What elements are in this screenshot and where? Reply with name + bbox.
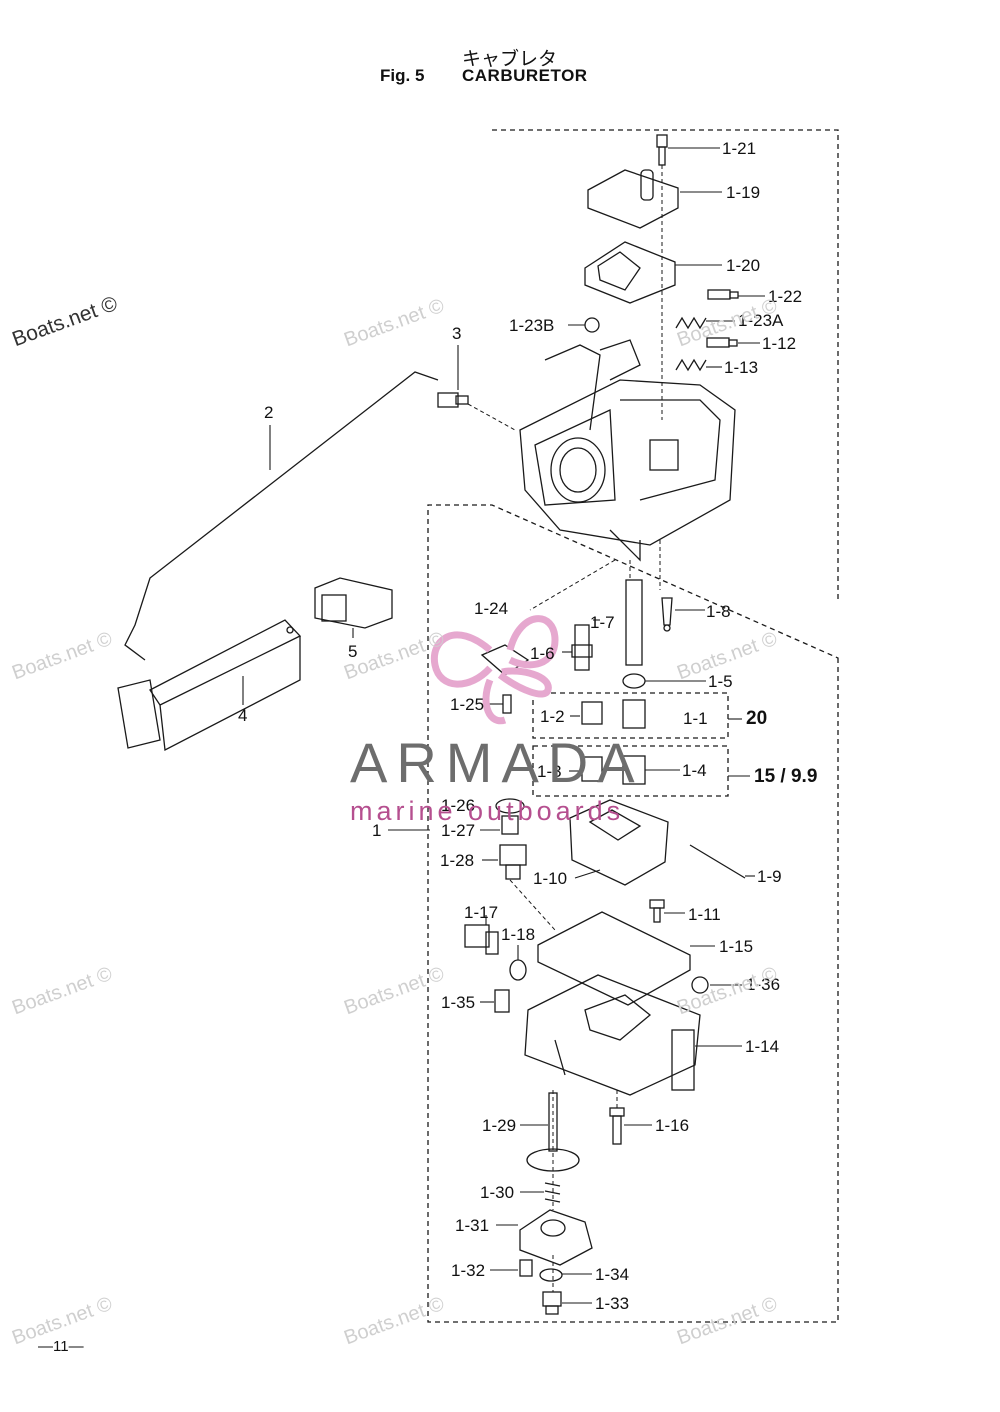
part-cover-1-31 xyxy=(519,1209,593,1266)
figure-number: Fig. 5 xyxy=(380,66,425,85)
part-label: 1-21 xyxy=(722,139,757,158)
part-screw-1-21 xyxy=(656,134,668,166)
part-label: 1-29 xyxy=(482,1116,517,1135)
part-label: 1-32 xyxy=(451,1261,486,1280)
part-pin-1-9 xyxy=(689,844,746,879)
part-sleeve-5 xyxy=(314,577,393,629)
part-cover-1-19 xyxy=(587,169,679,229)
part-label: 1-23B xyxy=(509,316,555,335)
part-label: 1-35 xyxy=(441,993,476,1012)
part-jet-1-2 xyxy=(581,701,603,725)
part-screw-1-25 xyxy=(502,694,512,714)
part-label: 1-31 xyxy=(455,1216,490,1235)
box-15hp xyxy=(532,745,729,797)
part-jet-holder-1-6 xyxy=(571,624,593,671)
part-label: 1-14 xyxy=(745,1037,780,1056)
part-label: 1-30 xyxy=(480,1183,515,1202)
part-label: 1-15 xyxy=(719,937,754,956)
part-washer-1-18 xyxy=(509,959,527,981)
part-label: 1-9 xyxy=(757,867,782,886)
part-label: 1-3 xyxy=(537,762,562,781)
part-screw-1-12 xyxy=(706,337,738,348)
assembly-axes xyxy=(467,165,663,1292)
part-clip-3 xyxy=(437,392,469,408)
part-label: 1-6 xyxy=(530,644,555,663)
part-label: 1-34 xyxy=(595,1265,630,1284)
part-spring-1-30 xyxy=(544,1182,561,1203)
part-carburetor-body xyxy=(519,339,736,562)
part-nut-1-36 xyxy=(691,976,709,994)
part-tube-1-7 xyxy=(625,579,643,666)
part-plug-1-17 xyxy=(464,924,499,955)
part-label: 1-12 xyxy=(762,334,797,353)
part-screw-1-33 xyxy=(542,1291,562,1315)
part-label: 1-10 xyxy=(533,869,568,888)
part-gasket-1-20 xyxy=(584,241,676,304)
part-valve-1-28 xyxy=(499,844,527,880)
part-pin-1-35 xyxy=(494,989,510,1013)
part-label: 2 xyxy=(264,403,274,422)
armada-logo-mark xyxy=(430,615,559,725)
part-spring-1-23A xyxy=(675,316,707,330)
part-label: 1-20 xyxy=(726,256,761,275)
title-japanese: キャブレタ xyxy=(462,48,558,70)
part-label: 1-4 xyxy=(682,761,707,780)
part-label: 1-27 xyxy=(441,821,476,840)
part-jet-1-1 xyxy=(622,699,646,729)
leader-lines xyxy=(242,147,765,1304)
part-label: 5 xyxy=(348,642,358,661)
part-label: 1-5 xyxy=(708,672,733,691)
part-screw-1-22 xyxy=(707,289,739,300)
part-label: 1-1 xyxy=(683,709,708,728)
part-jet-1-3 xyxy=(581,756,603,782)
part-float-1-10 xyxy=(569,799,669,886)
part-label: 1-17 xyxy=(464,903,499,922)
part-label: 1-16 xyxy=(655,1116,690,1135)
part-label: 1-23A xyxy=(738,311,784,330)
part-label: 1-36 xyxy=(746,975,781,994)
part-needle-1-8 xyxy=(661,597,673,632)
watermark-brand: ARMADA xyxy=(350,731,644,794)
part-label: 1-24 xyxy=(474,599,509,618)
part-plate-1-24 xyxy=(480,644,530,676)
part-screw-1-32 xyxy=(519,1259,533,1277)
part-label: 1-28 xyxy=(440,851,475,870)
part-screw-1-11 xyxy=(649,899,665,923)
part-label: 1-19 xyxy=(726,183,761,202)
part-label: 1-11 xyxy=(688,905,721,924)
page-title: CARBURETOR xyxy=(462,66,588,85)
part-label: 1-22 xyxy=(768,287,803,306)
watermark-brand-sub: marine outboards xyxy=(350,796,625,826)
part-screw-1-16 xyxy=(609,1107,625,1145)
part-washer-1-34 xyxy=(539,1268,563,1282)
part-label: 1-18 xyxy=(501,925,536,944)
part-label: 1 xyxy=(372,821,382,840)
part-label: 1-25 xyxy=(450,695,485,714)
box-20hp xyxy=(532,692,729,739)
part-nut-1-23B xyxy=(584,317,600,333)
part-label: 1-7 xyxy=(590,613,615,632)
part-label: 1-2 xyxy=(540,707,565,726)
part-sleeve-1-27 xyxy=(501,815,519,835)
part-gasket-1-15 xyxy=(537,911,691,1006)
part-oring-1-5 xyxy=(622,673,646,689)
part-label: 3 xyxy=(452,324,462,343)
part-label: 1-26 xyxy=(441,796,476,815)
part-spring-1-13 xyxy=(675,358,707,372)
part-ring-1-26 xyxy=(495,798,525,814)
page-number: —11— xyxy=(38,1338,84,1355)
part-rod-2 xyxy=(124,371,439,661)
part-bowl-1-14 xyxy=(524,974,701,1096)
part-handle-4 xyxy=(117,619,302,752)
model-label-15-9-9: 15 / 9.9 xyxy=(754,766,818,787)
assembly-boundary xyxy=(427,129,839,1323)
model-label-20: 20 xyxy=(746,708,768,729)
part-label: 4 xyxy=(238,706,248,725)
part-label: 1-33 xyxy=(595,1294,630,1313)
part-label: 1-13 xyxy=(724,358,759,377)
part-label: 1-8 xyxy=(706,602,731,621)
